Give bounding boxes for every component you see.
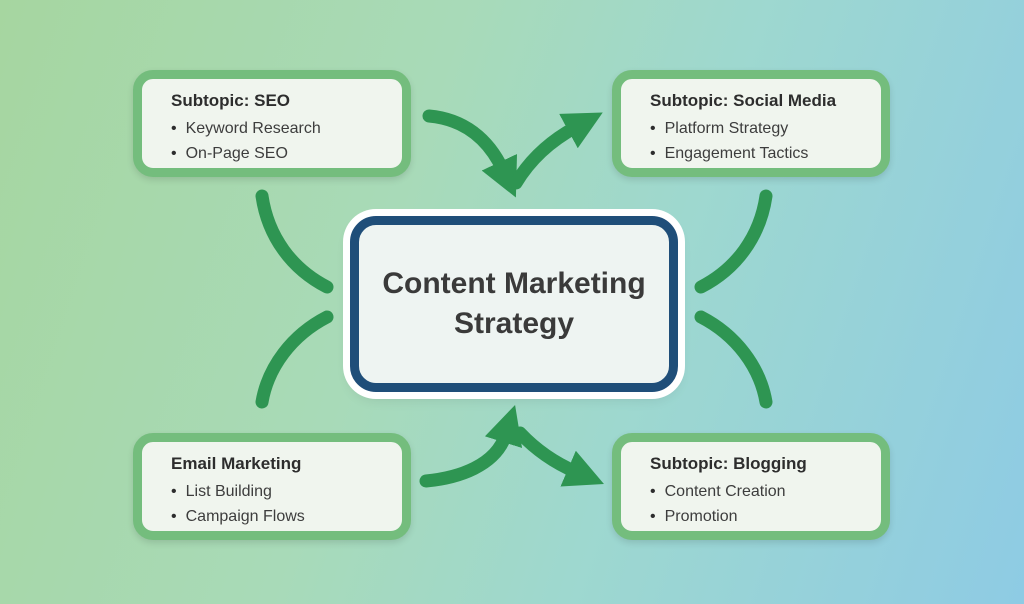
node-email-marketing: Email Marketing List Building Campaign F… xyxy=(133,433,411,540)
node-email-marketing-bullets: List Building Campaign Flows xyxy=(171,479,388,529)
node-email-marketing-title: Email Marketing xyxy=(171,454,302,473)
node-blogging-bullets: Content Creation Promotion xyxy=(650,479,867,529)
node-social-media-title: Subtopic: Social Media xyxy=(650,91,837,110)
bullet-item: Promotion xyxy=(650,504,867,529)
center-node-title: Content Marketing Strategy xyxy=(382,264,645,344)
connector-social-to-center-right xyxy=(694,189,773,294)
center-title-line2: Strategy xyxy=(453,307,575,340)
node-seo: Subtopic: SEO Keyword Research On-Page S… xyxy=(133,70,411,177)
bullet-item: Keyword Research xyxy=(171,116,388,141)
node-seo-bullets: Keyword Research On-Page SEO xyxy=(171,116,388,166)
node-social-media-bullets: Platform Strategy Engagement Tactics xyxy=(650,116,867,166)
node-blogging-title: Subtopic: Blogging xyxy=(650,454,807,473)
node-blogging: Subtopic: Blogging Content Creation Prom… xyxy=(612,433,890,540)
node-seo-title: Subtopic: SEO xyxy=(171,91,290,110)
connector-center-right-to-blogging xyxy=(694,310,773,409)
bullet-item: Campaign Flows xyxy=(171,504,388,529)
connector-center-left-to-email xyxy=(255,310,334,409)
arrow-email-to-center xyxy=(419,404,523,488)
center-title-line1: Content Marketing xyxy=(382,267,646,300)
bullet-item: Platform Strategy xyxy=(650,116,867,141)
arrow-seo-to-center xyxy=(422,109,518,198)
bullet-item: On-Page SEO xyxy=(171,141,388,166)
arrow-center-to-blogging xyxy=(513,426,604,487)
center-node: Content Marketing Strategy xyxy=(350,216,678,392)
node-social-media: Subtopic: Social Media Platform Strategy… xyxy=(612,70,890,177)
connector-seo-to-center-left xyxy=(255,189,334,294)
bullet-item: List Building xyxy=(171,479,388,504)
bullet-item: Content Creation xyxy=(650,479,867,504)
bullet-item: Engagement Tactics xyxy=(650,141,867,166)
arrow-center-to-social xyxy=(509,112,603,190)
